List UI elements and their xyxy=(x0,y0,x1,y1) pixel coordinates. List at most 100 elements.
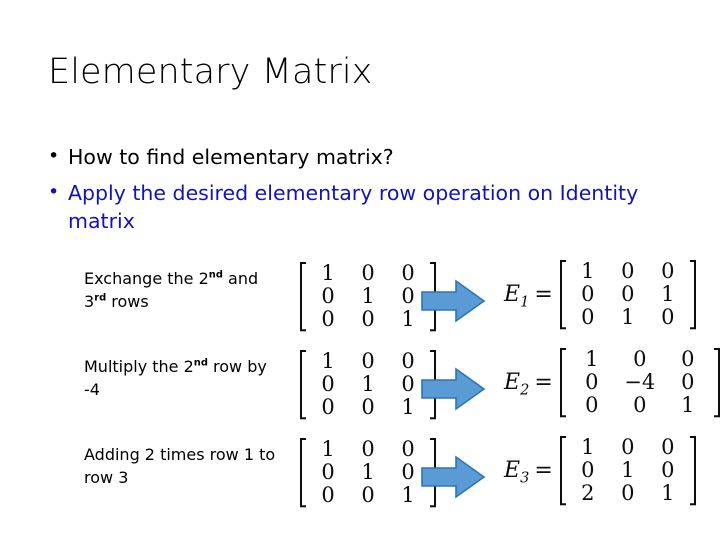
matrix-cell: 0 xyxy=(321,395,335,420)
operation-label-3: Adding 2 times row 1 to row 3 xyxy=(84,445,276,487)
result-label-2: E2= xyxy=(504,370,553,398)
bracket-right xyxy=(688,260,696,330)
result-name: E xyxy=(504,458,521,484)
bracket-left xyxy=(300,350,308,420)
matrix-cell: 0 xyxy=(401,261,415,285)
matrix-cell: 0 xyxy=(585,370,599,395)
matrix-cell: 1 xyxy=(661,481,675,506)
matrix-cell: 1 xyxy=(621,305,635,330)
matrix-cell: 1 xyxy=(361,284,375,309)
matrix-cell: 1 xyxy=(581,435,595,459)
matrix-cell: 1 xyxy=(681,393,695,418)
matrix-cell: 0 xyxy=(401,349,415,373)
label-superscript: nd xyxy=(208,269,223,281)
result-subscript: 1 xyxy=(520,294,530,311)
bracket-left xyxy=(300,438,308,508)
matrix-cell: 1 xyxy=(581,259,595,283)
matrix-row: 0 1 0 xyxy=(308,460,428,485)
right-arrow-icon xyxy=(420,278,486,324)
matrix-cell: 1 xyxy=(321,437,335,461)
matrix-cell: 0 xyxy=(681,370,695,395)
matrix-cell: −4 xyxy=(624,370,656,395)
bracket-left xyxy=(559,436,568,506)
matrix-cell: 1 xyxy=(401,395,415,420)
result-label-1: E1= xyxy=(504,282,553,310)
matrix-cell: 0 xyxy=(621,259,635,283)
matrix-row: 0 0 1 xyxy=(568,282,688,307)
matrix-cell: 0 xyxy=(361,307,375,332)
result-subscript: 2 xyxy=(520,382,530,399)
matrix-cell: 1 xyxy=(585,347,599,371)
bracket-left xyxy=(559,348,568,418)
operation-label-1: Exchange the 2nd and 3rd rows xyxy=(84,268,284,313)
matrix-row: 0 0 1 xyxy=(308,396,428,419)
matrix-row: 0 1 0 xyxy=(568,306,688,329)
label-superscript-2: rd xyxy=(94,292,107,304)
matrix-cell: 1 xyxy=(401,483,415,508)
matrix-cell: 1 xyxy=(321,349,335,373)
label-lead: Multiply the 2 xyxy=(84,357,194,376)
matrix-row: 1 0 0 xyxy=(568,435,688,459)
page-title: Elementary Matrix xyxy=(48,52,373,92)
result-group-3: E3= 1 0 0 0 1 0 xyxy=(504,435,696,506)
result-matrix-1: 1 0 0 0 0 1 0 1 0 xyxy=(559,259,696,330)
result-name: E xyxy=(504,282,521,308)
matrix-cell: 0 xyxy=(621,282,635,307)
bracket-left xyxy=(300,262,308,332)
matrix-row: 0 −4 0 xyxy=(568,370,712,395)
label-tail: and 3 xyxy=(84,269,259,311)
bullet-marker-icon: • xyxy=(48,181,60,204)
result-label-3: E3= xyxy=(504,458,553,486)
matrix-cell: 0 xyxy=(581,305,595,330)
matrix-row: 1 0 0 xyxy=(308,437,428,461)
matrix-cell: 1 xyxy=(661,282,675,307)
matrix-cell: 0 xyxy=(321,460,335,485)
bullet-marker-icon: • xyxy=(48,145,60,167)
matrix-row: 0 0 1 xyxy=(568,394,712,417)
matrix-cell: 0 xyxy=(661,305,675,330)
matrix-cell: 1 xyxy=(361,460,375,485)
matrix-row: 0 1 0 xyxy=(308,284,428,309)
matrix-cell: 0 xyxy=(401,437,415,461)
matrix-cell: 1 xyxy=(621,458,635,483)
matrix-row: 0 1 0 xyxy=(568,458,688,483)
operation-row-3: Adding 2 times row 1 to row 3 1 0 0 0 1 xyxy=(0,432,720,520)
matrix-row: 1 0 0 xyxy=(308,349,428,373)
matrix-cell: 0 xyxy=(581,458,595,483)
matrix-cell: 0 xyxy=(621,481,635,506)
result-subscript: 3 xyxy=(520,470,530,487)
bullet-list: • How to find elementary matrix? • Apply… xyxy=(48,144,648,244)
operation-rows: Exchange the 2nd and 3rd rows 1 0 0 0 1 xyxy=(0,256,720,520)
label-lead: Exchange the 2 xyxy=(84,269,209,288)
matrix-cell: 0 xyxy=(621,435,635,459)
equals-sign: = xyxy=(534,370,553,396)
matrix-cell: 1 xyxy=(401,307,415,332)
bullet-item-0: • How to find elementary matrix? xyxy=(48,144,648,171)
matrix-cell: 0 xyxy=(321,372,335,397)
matrix-cell: 0 xyxy=(361,437,375,461)
result-name: E xyxy=(504,370,521,396)
label-superscript: nd xyxy=(193,357,208,369)
source-matrix-3: 1 0 0 0 1 0 0 0 1 xyxy=(300,437,436,511)
equals-sign: = xyxy=(534,282,553,308)
matrix-cell: 0 xyxy=(633,347,647,371)
matrix-row: 0 0 1 xyxy=(308,308,428,331)
matrix-cell: 0 xyxy=(661,259,675,283)
matrix-row: 1 0 0 xyxy=(568,259,688,283)
matrix-row: 2 0 1 xyxy=(568,482,688,505)
matrix-cell: 2 xyxy=(581,481,595,506)
right-arrow-icon xyxy=(420,366,486,412)
source-matrix-2: 1 0 0 0 1 0 0 0 1 xyxy=(300,349,436,423)
bullet-text-1: Apply the desired elementary row operati… xyxy=(68,181,639,233)
equals-sign: = xyxy=(534,458,553,484)
matrix-cell: 0 xyxy=(361,395,375,420)
matrix-cell: 0 xyxy=(321,483,335,508)
bracket-right xyxy=(688,436,696,506)
matrix-cell: 0 xyxy=(401,372,415,397)
bracket-left xyxy=(559,260,568,330)
matrix-row: 1 0 0 xyxy=(568,347,712,371)
matrix-cell: 0 xyxy=(361,349,375,373)
matrix-cell: 0 xyxy=(661,435,675,459)
matrix-cell: 0 xyxy=(401,284,415,309)
matrix-row: 0 1 0 xyxy=(308,372,428,397)
